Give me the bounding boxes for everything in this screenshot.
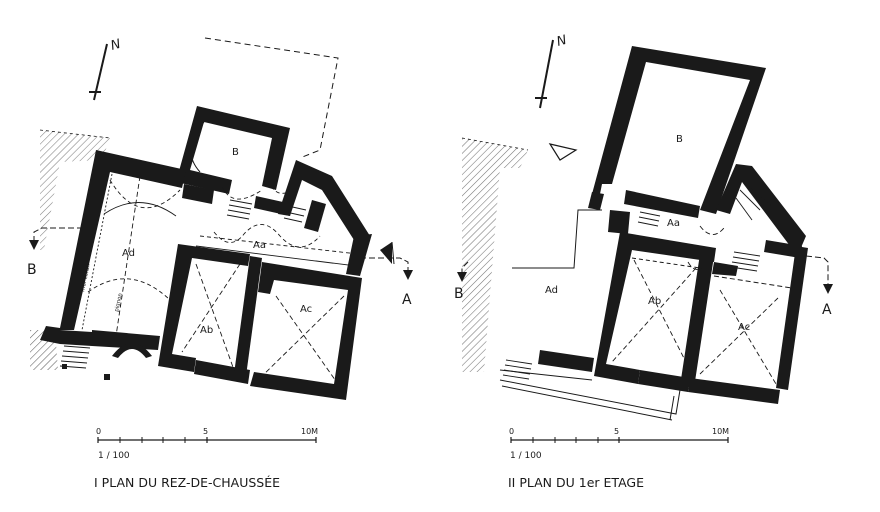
north-label-2: N <box>555 33 569 50</box>
room-label-aa-2: Aa <box>667 218 680 229</box>
section-label-b-2: B <box>454 286 464 302</box>
scale-bar-1: 0 5 10M 1 / 100 <box>96 427 318 461</box>
section-mark-b-1: B <box>27 227 92 278</box>
room-b-walls-1 <box>176 106 290 194</box>
main-walls-2 <box>538 164 808 404</box>
scale-tick-0-2: 0 <box>509 427 514 436</box>
plan-ground-floor: N <box>27 37 413 490</box>
room-label-ad-2: Ad <box>545 285 558 296</box>
section-mark-a-1: A <box>360 241 413 308</box>
door-arch-1 <box>112 343 152 358</box>
triangle-marker-2 <box>548 143 578 161</box>
wall-note-middle: pignon <box>114 292 124 312</box>
room-label-aa-1: Aa <box>253 240 266 251</box>
room-label-ab-1: Ab <box>200 325 213 336</box>
room-label-ac-2: Ac <box>738 322 750 333</box>
room-label-ad-1: Ad <box>122 248 135 259</box>
room-b-walls-2 <box>588 46 766 214</box>
scale-tick-5-2: 5 <box>614 427 619 436</box>
north-arrow-2: N <box>535 33 569 109</box>
scale-ratio-2: 1 / 100 <box>510 451 542 461</box>
scale-tick-0-1: 0 <box>96 427 101 436</box>
courtyard-outline-1 <box>204 37 339 159</box>
scale-tick-10-1: 10M <box>301 427 318 436</box>
room-label-ab-2: Ab <box>648 296 661 307</box>
plan-first-floor: N <box>454 33 833 490</box>
room-label-b-2: B <box>676 134 683 145</box>
main-walls-1 <box>40 150 372 400</box>
section-mark-a-2: A <box>805 255 833 318</box>
vault-lines-1 <box>81 173 359 385</box>
stairs-1 <box>59 199 307 369</box>
north-label-1: N <box>109 37 123 54</box>
scale-bar-2: 0 5 10M 1 / 100 <box>509 427 729 461</box>
scale-tick-5-1: 5 <box>203 427 208 436</box>
scale-ratio-1: 1 / 100 <box>98 451 130 461</box>
north-arrow-1: N <box>89 37 123 101</box>
plan-title-1: I PLAN DU REZ-DE-CHAUSSÉE <box>94 475 280 490</box>
section-label-a-2: A <box>822 302 832 318</box>
post-2 <box>62 364 67 369</box>
room-label-ac-1: Ac <box>300 304 312 315</box>
dashed-lines-2 <box>611 225 779 385</box>
section-label-a-1: A <box>402 292 412 308</box>
post-1 <box>104 374 110 380</box>
terrain-hatching-2 <box>461 137 529 372</box>
stairs-2 <box>502 185 773 380</box>
room-label-b-1: B <box>232 147 239 158</box>
section-mark-b-2: B <box>454 261 469 302</box>
scale-tick-10-2: 10M <box>712 427 729 436</box>
thin-outlines-2 <box>499 209 793 421</box>
plan-title-2: II PLAN DU 1er ETAGE <box>508 475 644 490</box>
section-label-b-1: B <box>27 262 37 278</box>
